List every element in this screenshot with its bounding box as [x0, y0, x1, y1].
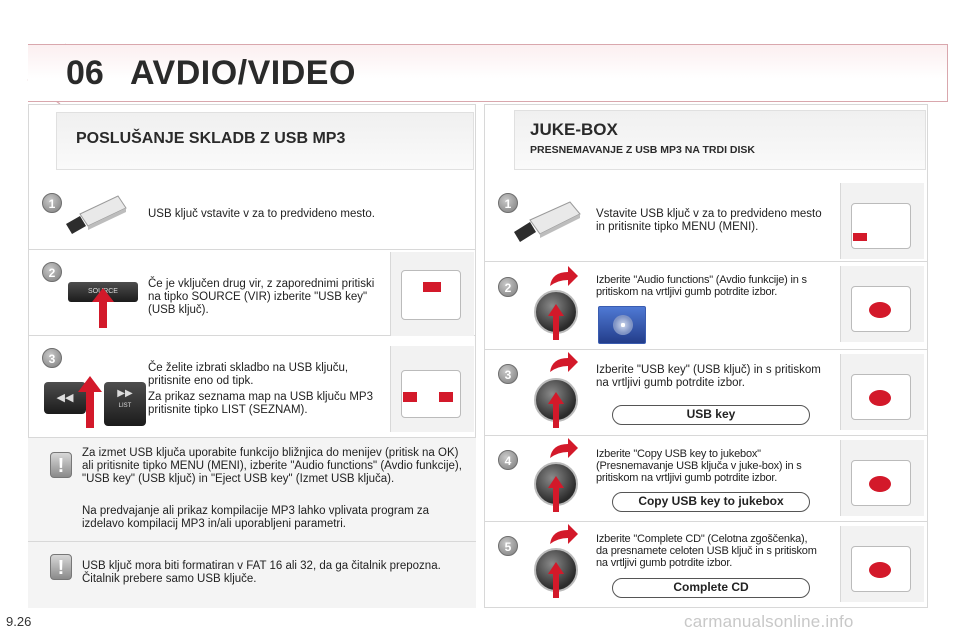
page-number: 9.26 — [6, 614, 32, 629]
radio-panel-image — [390, 252, 474, 336]
right-step-row-1 — [484, 182, 928, 262]
red-arrow-up-icon — [548, 476, 564, 512]
right-title-box — [514, 110, 926, 170]
usb-stick-icon — [514, 201, 581, 242]
right-section-title: JUKE-BOX — [530, 120, 618, 139]
header-band — [28, 44, 948, 102]
right-step-row-3 — [484, 350, 928, 436]
warning-icon: ! — [50, 452, 72, 478]
list-button-label: LIST — [118, 403, 132, 409]
chapter-number: 06 — [66, 54, 104, 92]
left-note-2-text: USB ključ mora biti formatiran v FAT 16 … — [82, 560, 441, 585]
audio-functions-icon — [598, 306, 646, 344]
step-number-badge: 1 — [42, 193, 62, 213]
warning-icon: ! — [50, 554, 72, 580]
watermark: carmanualsonline.info — [684, 612, 854, 631]
red-curved-arrow-icon — [550, 266, 578, 286]
copy-usb-key-menu-option[interactable]: Copy USB key to jukebox — [612, 492, 810, 512]
left-step-1-text: USB ključ vstavite v za to predvideno me… — [148, 208, 375, 220]
red-arrow-up-icon — [548, 304, 564, 340]
step-number-badge: 3 — [498, 364, 518, 384]
left-step-row-3 — [28, 336, 476, 438]
left-note-1-text-2: Na predvajanje ali prikaz kompilacije MP… — [82, 505, 430, 530]
complete-cd-menu-option[interactable]: Complete CD — [612, 578, 810, 598]
step-number-badge: 5 — [498, 536, 518, 556]
left-section-title: POSLUŠANJE SKLADB Z USB MP3 — [76, 130, 346, 147]
right-section-subtitle: PRESNEMAVANJE Z USB MP3 NA TRDI DISK — [530, 144, 755, 156]
usb-stick-icon — [66, 195, 127, 234]
red-arrow-up-icon — [548, 562, 564, 598]
left-note-1 — [28, 438, 476, 542]
red-curved-arrow-icon — [550, 524, 578, 544]
step-number-badge: 3 — [42, 348, 62, 368]
right-step-2-text: Izberite "Audio functions" (Avdio funkci… — [596, 274, 807, 298]
radio-panel-image — [840, 440, 924, 516]
red-curved-arrow-icon — [550, 438, 578, 458]
left-step-row-1 — [28, 182, 476, 250]
chapter-title: AVDIO/VIDEO — [130, 54, 356, 92]
left-step-row-2 — [28, 250, 476, 336]
red-arrow-up-icon — [78, 376, 102, 428]
step-number-badge: 2 — [42, 262, 62, 282]
usb-key-menu-option[interactable]: USB key — [612, 405, 810, 425]
right-step-5-text: Izberite "Complete CD" (Celotna zgoščenk… — [596, 533, 817, 569]
previous-track-button[interactable]: ◀◀ — [44, 382, 86, 414]
radio-panel-image — [840, 266, 924, 342]
left-step-3-text-2: Za prikaz seznama map na USB ključu MP3 … — [148, 391, 373, 416]
right-step-4-text: Izberite "Copy USB key to jukebox" (Pres… — [596, 448, 802, 484]
radio-panel-image — [840, 183, 924, 259]
radio-panel-image — [390, 346, 474, 432]
list-button[interactable]: ▶▶ LIST — [104, 382, 146, 426]
step-number-badge: 2 — [498, 277, 518, 297]
right-step-3-text: Izberite "USB key" (USB ključ) in s prit… — [596, 364, 821, 389]
radio-panel-image — [840, 526, 924, 602]
right-step-row-4 — [484, 436, 928, 522]
red-arrow-up-icon — [548, 392, 564, 428]
left-step-3-text-1: Če želite izbrati skladbo na USB ključu,… — [148, 362, 349, 387]
left-step-2-text: Če je vključen drug vir, z zaporednimi p… — [148, 278, 375, 316]
next-track-icon: ▶▶ — [117, 388, 133, 399]
step-number-badge: 1 — [498, 193, 518, 213]
left-note-2 — [28, 542, 476, 608]
red-arrow-up-icon — [92, 288, 114, 328]
right-step-row-2 — [484, 262, 928, 350]
step-number-badge: 4 — [498, 450, 518, 470]
left-title-box — [56, 112, 474, 170]
left-note-1-text-1: Za izmet USB ključa uporabite funkcijo b… — [82, 447, 462, 485]
radio-panel-image — [840, 354, 924, 430]
red-curved-arrow-icon — [550, 352, 578, 372]
right-step-1-text: Vstavite USB ključ v za to predvideno me… — [596, 208, 822, 233]
